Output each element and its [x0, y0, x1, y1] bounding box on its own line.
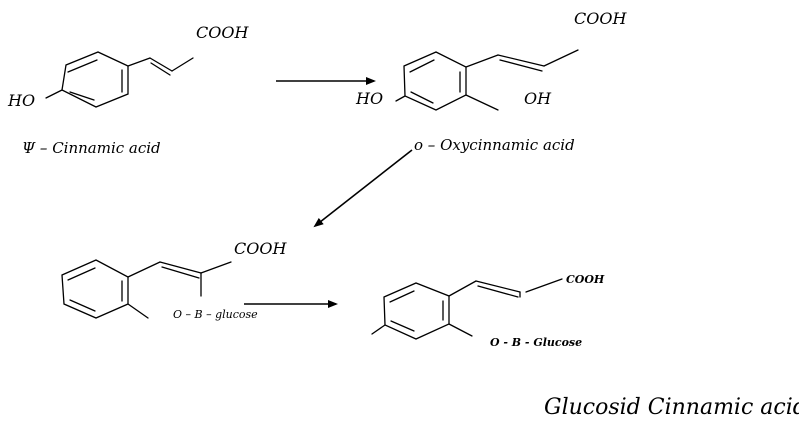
side-chain-bond — [127, 57, 151, 67]
hydroxyl-bond — [465, 94, 499, 111]
cooh-label: COOH — [574, 9, 627, 28]
side-chain-bond — [543, 49, 579, 67]
cooh-label: COOH — [234, 239, 287, 258]
inner-double-bond — [409, 59, 435, 73]
cooh-label: COOH — [566, 273, 605, 286]
alkene-double-line — [161, 266, 200, 279]
cooh-label: COOH — [196, 23, 249, 42]
alkene-bond — [497, 54, 545, 67]
glycoside-bond — [448, 323, 473, 337]
alkene-double-line — [150, 62, 171, 76]
methyl-bond — [371, 324, 386, 335]
alkene-bond — [159, 261, 202, 274]
molecule-o-oxycinnamic-acid: COOH HO OH o – Oxycinnamic acid — [355, 9, 627, 154]
side-chain-bond — [200, 261, 232, 274]
inner-double-bond — [67, 267, 96, 281]
inner-double-bond — [389, 290, 415, 303]
inner-double-bond — [69, 299, 96, 312]
alkene-double-line — [477, 285, 519, 298]
methyl-bond — [127, 303, 149, 319]
reaction-arrow-diagonal — [313, 149, 413, 228]
benzene-ring — [403, 51, 467, 111]
ho-label: HO — [355, 89, 383, 108]
inner-double-bond — [390, 320, 415, 332]
benzene-ring — [383, 282, 450, 340]
side-chain-bond — [127, 261, 161, 278]
alkene-bond — [475, 280, 521, 293]
molecule-glucosid-cinnamic-acid: COOH O - B - Glucose — [371, 273, 605, 349]
side-chain-bond — [448, 280, 477, 297]
alkene-double-line — [499, 59, 543, 72]
inner-double-bond — [410, 91, 434, 104]
molecule-name: o – Oxycinnamic acid — [414, 136, 575, 154]
inner-double-bond — [69, 91, 95, 101]
alkene-bond — [149, 57, 173, 72]
product-caption: Glucosid Cinnamic acid — [544, 395, 799, 420]
substituent-label: O - B - Glucose — [490, 336, 582, 349]
molecule-p-cinnamic-acid: COOH HO Ψ – Cinnamic acid — [7, 23, 249, 157]
hydroxyl-bond — [45, 89, 63, 99]
side-chain-bond — [525, 278, 563, 293]
oh-label: OH — [524, 89, 552, 108]
side-chain-bond — [171, 57, 194, 72]
inner-double-bond — [67, 59, 98, 73]
hydroxyl-bond — [395, 95, 406, 102]
substituent-label: O – B – glucose — [173, 308, 258, 321]
molecule-name: Ψ – Cinnamic acid — [22, 139, 161, 157]
side-chain-bond — [465, 54, 499, 68]
molecule-glucoside-intermediate: COOH O – B – glucose — [61, 239, 287, 321]
ho-label: HO — [7, 91, 35, 110]
